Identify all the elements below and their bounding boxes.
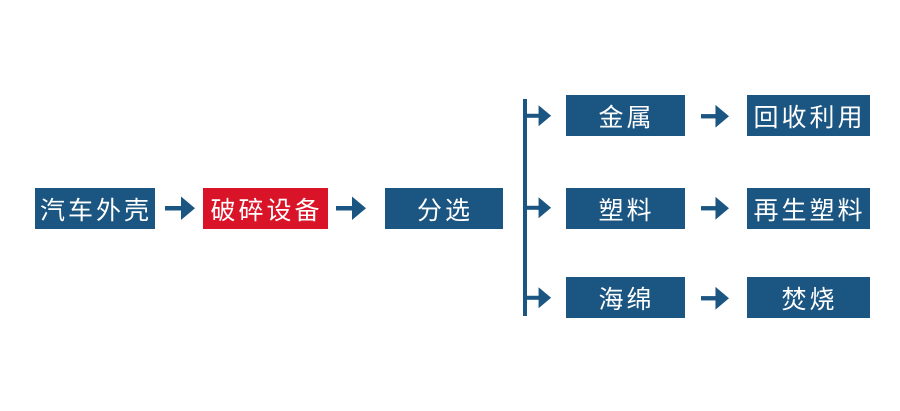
arrow-right-icon [165, 195, 196, 222]
arrow-right-icon [700, 195, 729, 222]
node-incineration: 焚烧 [747, 277, 870, 318]
node-car-shell: 汽车外壳 [35, 188, 155, 229]
node-sorting: 分选 [385, 188, 503, 229]
node-crushing-equipment-label: 破碎设备 [210, 196, 323, 225]
node-recycling-label: 回收利用 [753, 103, 866, 132]
branch-arrow-right-icon [524, 195, 552, 221]
node-recycled-plastic: 再生塑料 [747, 188, 870, 229]
node-plastic: 塑料 [566, 188, 685, 229]
node-car-shell-label: 汽车外壳 [39, 196, 152, 225]
arrow-right-icon [336, 195, 367, 222]
node-metal: 金属 [566, 95, 685, 136]
node-sponge-label: 海绵 [598, 285, 655, 314]
node-crushing-equipment: 破碎设备 [203, 188, 328, 229]
node-recycling: 回收利用 [747, 95, 870, 136]
branch-arrow-right-icon [524, 285, 552, 311]
node-sponge: 海绵 [566, 277, 685, 318]
arrow-right-icon [700, 103, 729, 130]
branch-connector-line [523, 99, 527, 316]
node-plastic-label: 塑料 [598, 196, 655, 225]
node-incineration-label: 焚烧 [781, 285, 838, 314]
node-metal-label: 金属 [598, 103, 655, 132]
arrow-right-icon [700, 285, 729, 312]
node-recycled-plastic-label: 再生塑料 [753, 196, 866, 225]
node-sorting-label: 分选 [416, 196, 473, 225]
branch-arrow-right-icon [524, 103, 552, 129]
